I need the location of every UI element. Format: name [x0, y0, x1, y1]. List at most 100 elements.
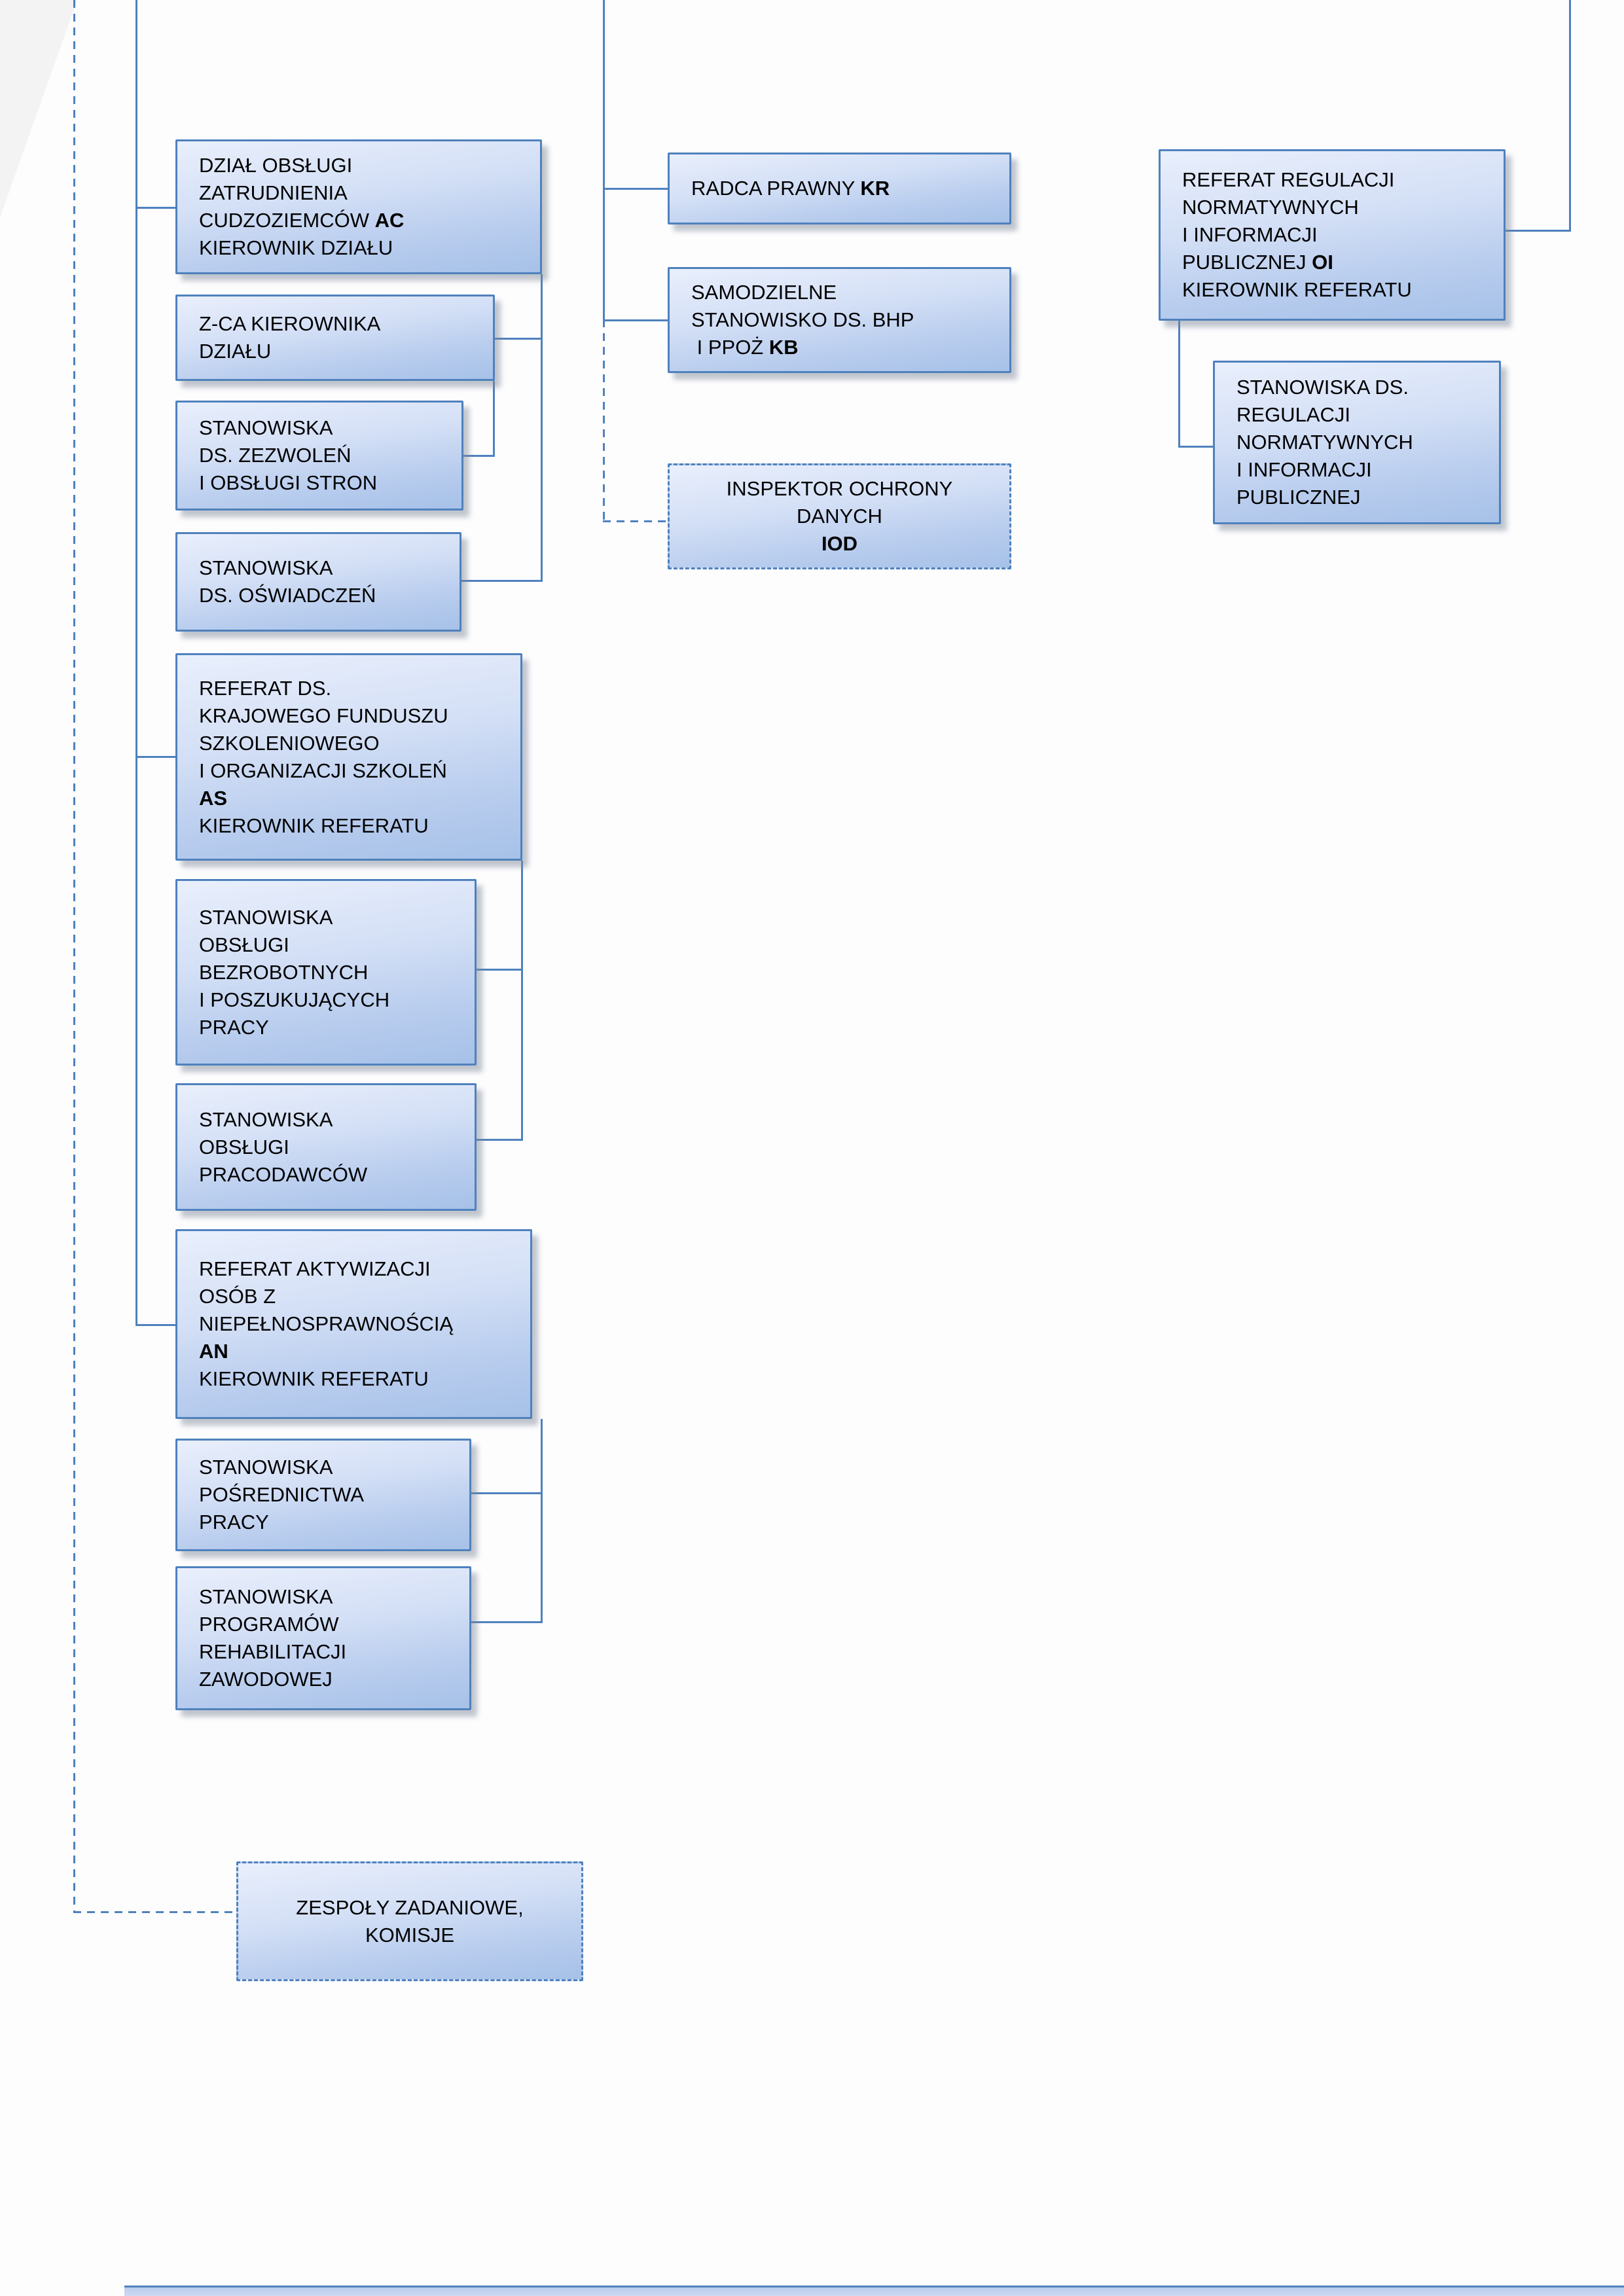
org-box-label-line: BEZROBOTNYCH [199, 960, 369, 984]
samodzielne-stanowisko-bhp-ppoz: SAMODZIELNE STANOWISKO DS. BHP I PPOŻ KB [668, 267, 1011, 373]
stub-bhp [603, 319, 668, 321]
org-box-label-line: STANOWISKA [199, 1107, 333, 1131]
stub-oswiadczenia [460, 580, 543, 582]
stanowiska-programow-rehabilitacji: STANOWISKA PROGRAMÓW REHABILITACJI ZAWODOWE… [175, 1566, 471, 1710]
zca-child-vertical [493, 381, 495, 457]
org-box-label-line: POŚREDNICTWA [199, 1483, 365, 1506]
org-box-label-line: STANOWISKA [199, 1456, 333, 1479]
stub-bezrobotni [477, 969, 523, 971]
org-box-label-line: NIEPEŁNOSPRAWNOŚCIĄ [199, 1312, 454, 1335]
org-box-label-line: DZIAŁ OBSŁUGI [199, 154, 353, 177]
org-box-label-line: ZESPOŁY ZADANIOWE, [296, 1895, 524, 1919]
org-box-label-line: RADCA PRAWNY KR [691, 177, 890, 200]
dzial-family-vertical [541, 274, 543, 582]
org-box-label-line: REFERAT DS. [199, 676, 332, 700]
org-box-label-line: IOD [821, 532, 858, 555]
org-box-label-line: PUBLICZNEJ OI [1182, 251, 1333, 274]
org-box-label-line: STANOWISKA [199, 1585, 333, 1608]
referat-aktywizacji: REFERAT AKTYWIZACJI OSÓB Z NIEPEŁNOSPRAWNO… [175, 1229, 532, 1419]
stub-zca [495, 338, 543, 340]
stub-posrednictwo [471, 1492, 543, 1494]
org-box-label-line: KIEROWNIK DZIAŁU [199, 236, 393, 259]
org-box-label-line: PRACY [199, 1511, 269, 1534]
bottom-cutoff-shape [124, 2286, 1624, 2296]
org-box-label-line: KIEROWNIK REFERATU [199, 814, 429, 837]
org-box-label-line: SZKOLENIOWEGO [199, 731, 380, 755]
org-box-label-line: OSÓB Z [199, 1285, 276, 1308]
org-box-label-line: ZATRUDNIENIA [199, 181, 348, 204]
org-box-label-line: I POSZUKUJĄCYCH [199, 988, 390, 1011]
kfs-family-vertical [521, 861, 523, 1141]
stub-pracodawcy [477, 1139, 523, 1141]
org-box-label-line: KIEROWNIK REFERATU [199, 1367, 429, 1390]
org-box-label-line: PRACODAWCÓW [199, 1162, 368, 1186]
stanowiska-ds-oswiadczen: STANOWISKA DS. OŚWIADCZEŃ [175, 532, 461, 632]
org-box-label-line: REFERAT AKTYWIZACJI [199, 1257, 431, 1280]
org-box-label-line: OBSŁUGI [199, 933, 289, 956]
org-box-label-line: STANOWISKA [199, 905, 333, 929]
stub-referat-kfs [135, 756, 175, 758]
zespoly-zadaniowe-komisje: ZESPOŁY ZADANIOWE, KOMISJE [236, 1861, 583, 1981]
org-box-label-line: REFERAT REGULACJI [1182, 168, 1395, 191]
org-box-label-line: DANYCH [797, 505, 882, 528]
right-trunk-vertical [1569, 0, 1571, 232]
stanowiska-obslugi-bezrobotnych: STANOWISKA OBSŁUGI BEZROBOTNYCH I POSZUKUJĄ… [175, 879, 477, 1066]
org-box-label-line: SAMODZIELNE [691, 281, 837, 304]
org-box-label-line: STANOWISKA [199, 416, 333, 439]
org-box-label-line: PUBLICZNEJ [1236, 486, 1361, 509]
org-box-label-line: STANOWISKO DS. BHP [691, 308, 914, 331]
org-box-label-line: INSPEKTOR OCHRONY [726, 477, 953, 500]
org-box-label-line: KOMISJE [365, 1923, 455, 1946]
org-box-label-line: DZIAŁU [199, 340, 272, 363]
stanowiska-ds-zezwolen: STANOWISKA DS. ZEZWOLEŃ I OBSŁUGI STRON [175, 401, 463, 511]
org-box-label-line: I OBSŁUGI STRON [199, 471, 378, 494]
org-box-label-line: DS. ZEZWOLEŃ [199, 444, 352, 467]
right-trunk-horizontal [1506, 230, 1571, 232]
stanowiska-posrednictwa-pracy: STANOWISKA POŚREDNICTWA PRACY [175, 1439, 471, 1551]
referat-regulacji-normatywnych: REFERAT REGULACJI NORMATYWNYCH I INFORMACJ… [1159, 149, 1506, 321]
org-box-label-line: STANOWISKA DS. [1236, 376, 1409, 399]
org-box-label-line: KRAJOWEGO FUNDUSZU [199, 704, 448, 727]
zca-kierownika-dzialu: Z-CA KIEROWNIKA DZIAŁU [175, 295, 495, 381]
org-box-label-line: REHABILITACJI [199, 1640, 347, 1663]
inspektor-ochrony-danych: INSPEKTOR OCHRONY DANYCH IOD [668, 463, 1011, 569]
regulacje-child-vertical [1178, 321, 1180, 448]
org-box-label-line: NORMATYWNYCH [1236, 431, 1413, 454]
org-box-label-line: REGULACJI [1236, 403, 1350, 426]
org-box-label-line: KIEROWNIK REFERATU [1182, 278, 1412, 301]
stub-zezwolenia [463, 455, 495, 457]
org-box-label-line: Z-CA KIEROWNIKA [199, 312, 381, 335]
middle-dashed-vertical [603, 319, 605, 522]
stub-programy [471, 1621, 543, 1623]
org-box-label-line: I PPOŻ KB [691, 336, 799, 359]
aktywizacja-family-vertical [541, 1419, 543, 1623]
stub-referat-aktywizacji [135, 1324, 175, 1326]
left-solid-trunk-vertical [135, 0, 137, 1326]
stub-radca [603, 188, 668, 190]
org-box-label-line: I INFORMACJI [1236, 458, 1372, 481]
stanowiska-ds-regulacji: STANOWISKA DS. REGULACJI NORMATYWNYCH I INF… [1213, 361, 1501, 524]
stub-inspektor-dashed [603, 520, 668, 522]
org-box-label-line: DS. OŚWIADCZEŃ [199, 584, 376, 607]
org-box-label-line: STANOWISKA [199, 556, 333, 579]
left-dashed-trunk-horizontal [73, 1911, 236, 1913]
org-box-label-line: I ORGANIZACJI SZKOLEŃ [199, 759, 447, 782]
org-box-label-line: PRACY [199, 1015, 269, 1039]
org-box-label-line: AN [199, 1340, 228, 1363]
org-box-label-line: NORMATYWNYCH [1182, 196, 1359, 219]
middle-trunk-vertical [603, 0, 605, 321]
dzial-obslugi-zatrudnienia-cudzoziemcow: DZIAŁ OBSŁUGI ZATRUDNIENIA CUDZOZIEMCÓW AC… [175, 139, 542, 274]
referat-kfs: REFERAT DS. KRAJOWEGO FUNDUSZU SZKOLENIOWE… [175, 653, 522, 861]
radca-prawny: RADCA PRAWNY KR [668, 152, 1011, 224]
stub-stanowiska-regulacji [1178, 446, 1213, 448]
page-corner-fold [0, 0, 77, 217]
org-box-label-line: CUDZOZIEMCÓW AC [199, 209, 405, 232]
org-box-label-line: ZAWODOWEJ [199, 1668, 333, 1691]
org-box-label-line: OBSŁUGI [199, 1135, 289, 1158]
org-box-label-line: I INFORMACJI [1182, 223, 1318, 246]
org-box-label-line: PROGRAMÓW [199, 1613, 339, 1636]
stanowiska-obslugi-pracodawcow: STANOWISKA OBSŁUGI PRACODAWCÓW [175, 1083, 477, 1211]
stub-dzial [135, 207, 175, 209]
left-dashed-trunk-vertical [73, 0, 75, 1913]
